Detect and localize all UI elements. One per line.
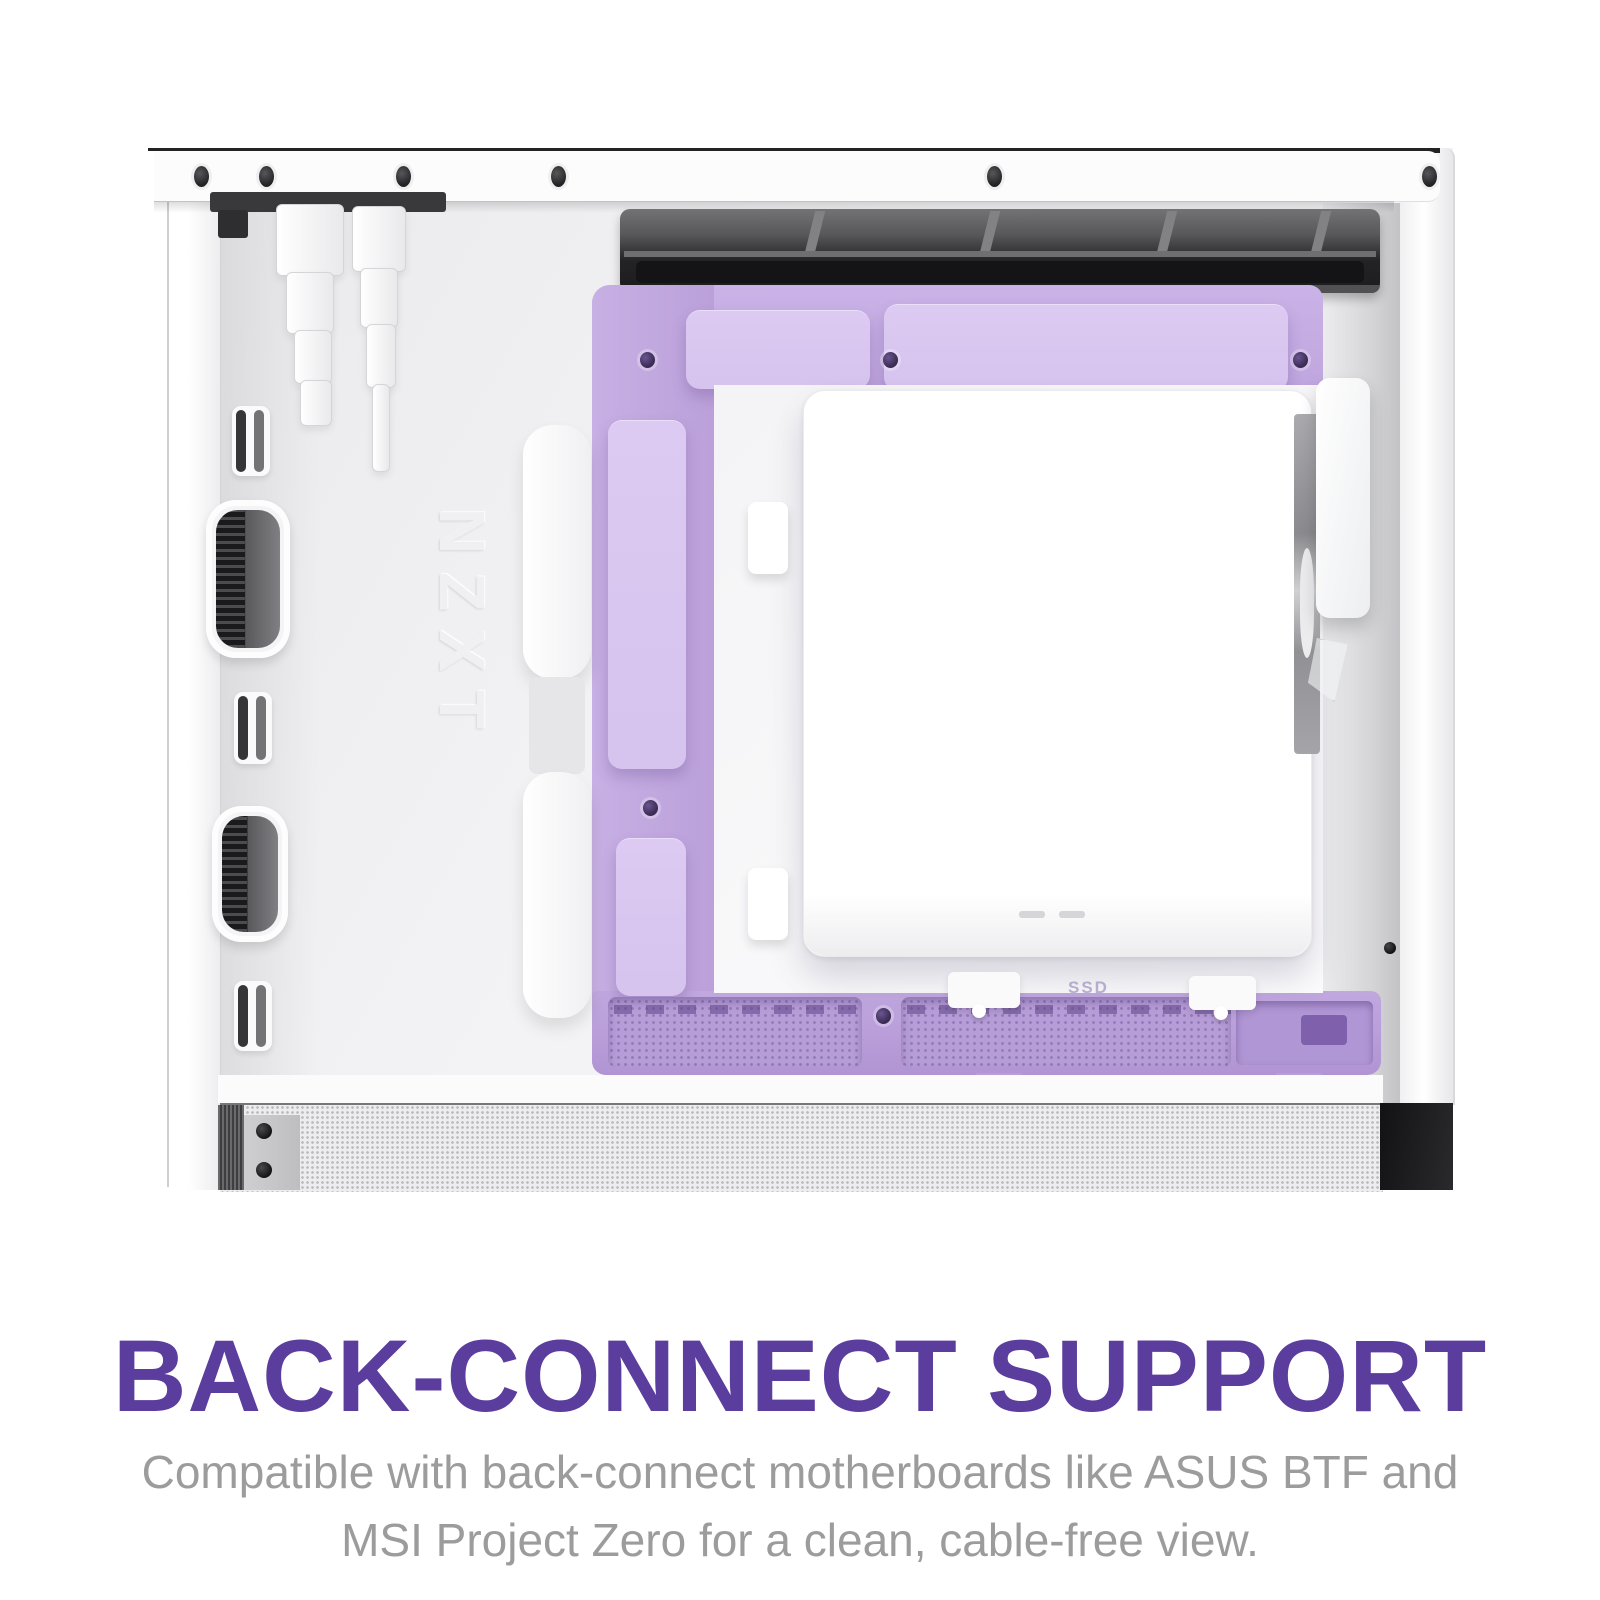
slot-bar <box>254 410 264 472</box>
front-panel-connector-small <box>352 206 406 272</box>
screw <box>640 352 655 368</box>
mount-foot <box>1214 1006 1228 1020</box>
front-panel-connector-large <box>276 204 344 276</box>
mesh-dark-corner <box>1380 1103 1453 1190</box>
slot-bar <box>238 985 248 1047</box>
description-line-2: MSI Project Zero for a clean, cable-free… <box>341 1514 1259 1566</box>
case-top-edge <box>148 148 1440 153</box>
fan-bracket <box>1316 378 1370 618</box>
vent-opening <box>636 261 1364 283</box>
grommet-opening <box>222 816 278 932</box>
connector-segment <box>366 324 396 388</box>
rivet <box>259 166 274 187</box>
pc-case-product-photo: SSD NZXT <box>148 148 1455 1192</box>
slot-bar <box>236 410 246 472</box>
tray-clip <box>748 868 788 940</box>
cable-bar-middle <box>529 677 585 774</box>
rivet <box>551 166 566 187</box>
cable-grommet <box>206 500 290 658</box>
bottom-recess-right <box>1236 1001 1373 1065</box>
cable-grommet <box>212 806 288 942</box>
slot-bar <box>256 985 266 1047</box>
motherboard-backplate <box>803 390 1312 957</box>
screw <box>883 352 898 368</box>
mount-tab <box>1189 976 1256 1010</box>
bottom-vent-right <box>901 997 1231 1067</box>
knurled-edge <box>218 1105 244 1190</box>
backplate-bottom-strip <box>804 894 1311 956</box>
screw <box>876 1008 891 1024</box>
connector-segment <box>372 384 390 472</box>
vent-fin <box>979 211 1001 253</box>
connector-segment <box>294 330 332 384</box>
cable-bar-upper <box>523 425 591 679</box>
cutout-cover-top-small <box>686 310 870 389</box>
recess-dark-piece <box>1301 1015 1347 1045</box>
slot-bar <box>238 696 248 760</box>
backplate-slot <box>1019 911 1045 918</box>
backplate-slot <box>1059 911 1085 918</box>
screw <box>1293 352 1308 368</box>
mesh-dust-filter <box>220 1103 1383 1192</box>
connector-segment <box>360 268 398 328</box>
vent-fin <box>1156 211 1178 253</box>
case-front-frame <box>148 151 221 1190</box>
slot-bar <box>256 696 266 760</box>
vent-fin <box>1310 211 1332 253</box>
rivet <box>194 166 209 187</box>
description-line-1: Compatible with back-connect motherboard… <box>141 1446 1459 1498</box>
rivet <box>396 166 411 187</box>
mount-foot <box>972 1004 986 1018</box>
screw <box>643 800 658 816</box>
cable-slot-pair <box>234 981 272 1051</box>
cable-bracket-block <box>218 210 248 238</box>
connector-segment <box>286 272 334 334</box>
cutout-cover-top-large <box>884 304 1288 391</box>
rivet <box>987 166 1002 187</box>
cable-slot-pair <box>234 692 272 764</box>
page-title: BACK-CONNECT SUPPORT <box>112 1319 1488 1434</box>
connector-segment <box>300 380 332 426</box>
ssd-embossed-label: SSD <box>1068 978 1109 997</box>
screw <box>256 1162 272 1178</box>
cable-bar-lower <box>523 772 591 1018</box>
grommet-opening <box>216 510 280 648</box>
cutout-cover-left-lower <box>616 838 686 996</box>
tray-clip <box>748 502 788 574</box>
bottom-vent-left <box>608 997 862 1067</box>
mesh-bracket <box>244 1115 300 1190</box>
fan-blade-highlight <box>1300 548 1314 658</box>
vent-fin <box>804 211 826 253</box>
top-exhaust-vent <box>620 209 1380 293</box>
top-rail <box>154 151 1440 202</box>
mount-tab <box>948 972 1020 1008</box>
screw <box>1384 942 1396 954</box>
vent-slat <box>624 251 1376 257</box>
psu-shroud-strip <box>218 1075 1383 1103</box>
case-right-frame-pillar <box>1400 148 1455 1105</box>
screw <box>256 1123 272 1139</box>
nzxt-logo-embossed: NZXT <box>416 478 508 778</box>
front-panel-seam <box>167 157 169 1187</box>
nzxt-logo-text: NZXT <box>426 508 498 748</box>
rivet <box>1422 166 1437 187</box>
cutout-cover-left-upper <box>608 420 686 769</box>
cable-slot-pair <box>232 406 270 476</box>
